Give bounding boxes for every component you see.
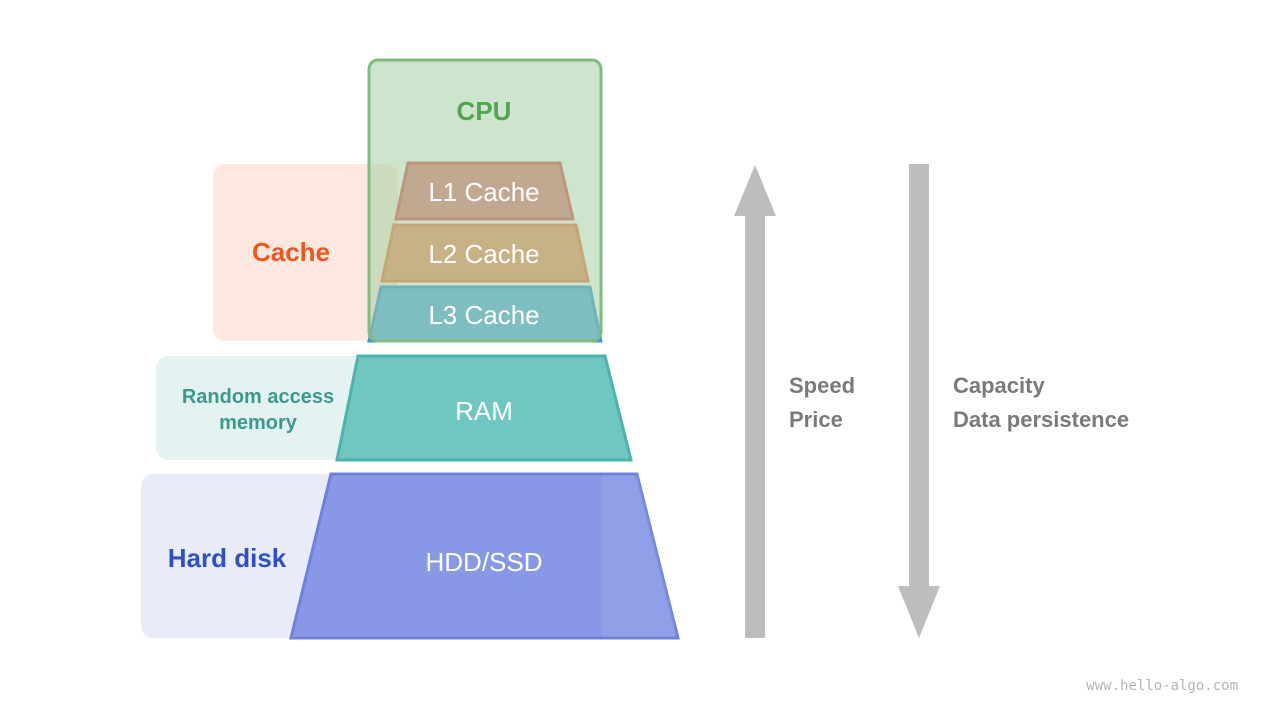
ram-side-label-line1: Random access	[182, 386, 334, 408]
down-arrow	[898, 164, 940, 638]
ram-layer	[335, 354, 633, 462]
cache-group-background	[213, 164, 398, 341]
ram-side-label-line2: memory	[219, 412, 298, 434]
disk-side-label: Hard disk	[168, 543, 287, 573]
speed-label: Speed	[789, 373, 855, 398]
disk-layer-label: HDD/SSD	[425, 547, 542, 577]
cpu-box	[367, 58, 603, 343]
disk-layer	[289, 472, 680, 640]
price-label: Price	[789, 407, 843, 432]
cache-side-label: Cache	[252, 237, 330, 267]
data-persistence-label: Data persistence	[953, 407, 1129, 432]
up-arrow	[734, 165, 776, 638]
l1-cache-label: L1 Cache	[428, 177, 539, 207]
cpu-label: CPU	[457, 96, 512, 126]
ram-group-background	[156, 356, 366, 460]
capacity-label: Capacity	[953, 373, 1045, 398]
disk-overlay-strip	[601, 475, 675, 637]
ram-layer-label: RAM	[455, 396, 513, 426]
l2-cache-label: L2 Cache	[428, 239, 539, 269]
l3-cache-label: L3 Cache	[428, 300, 539, 330]
watermark: www.hello-algo.com	[1086, 678, 1238, 694]
